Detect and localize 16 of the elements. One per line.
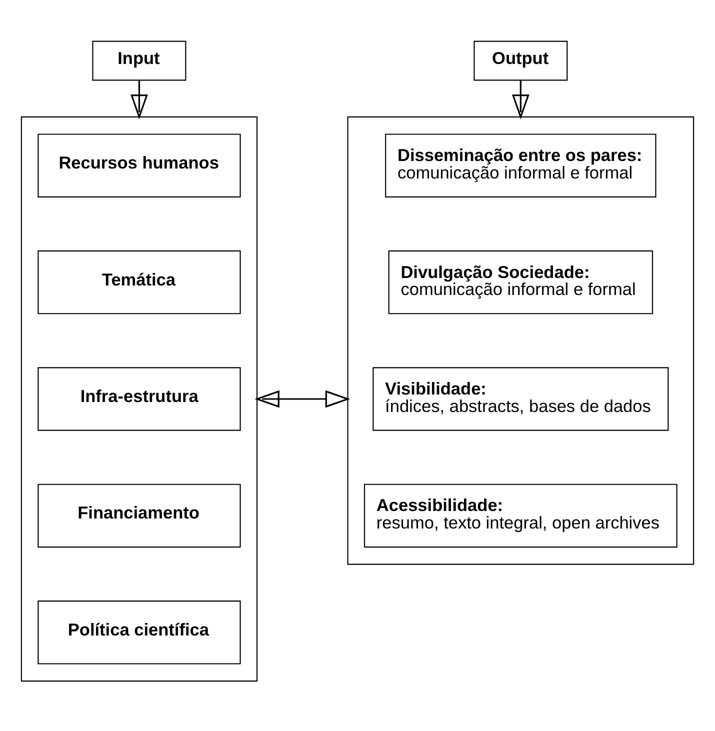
arrow: [512, 80, 530, 120]
node-box: Financiamento: [38, 484, 241, 548]
node-box: Temática: [38, 250, 241, 314]
node-box: Visibilidade: índices, abstracts, bases de dados: [372, 367, 669, 431]
node-box: Output: [474, 40, 568, 81]
node-box: Recursos humanos: [38, 134, 241, 198]
arrow: [130, 80, 148, 120]
node-box: Divulgação Sociedade: comunicação informal e formal: [388, 250, 654, 314]
node-box: Input: [92, 40, 186, 81]
node-box: Política científica: [38, 600, 241, 664]
node-box: Disseminação entre os pares: comunicação informal e formal: [385, 134, 656, 198]
cluster: [20, 116, 258, 682]
node-box: Acessibilidade: resumo, texto integral, open archives: [364, 484, 678, 548]
arrow: [254, 390, 350, 408]
node-box: Infra-estrutura: [38, 367, 241, 431]
cluster: [347, 116, 694, 565]
